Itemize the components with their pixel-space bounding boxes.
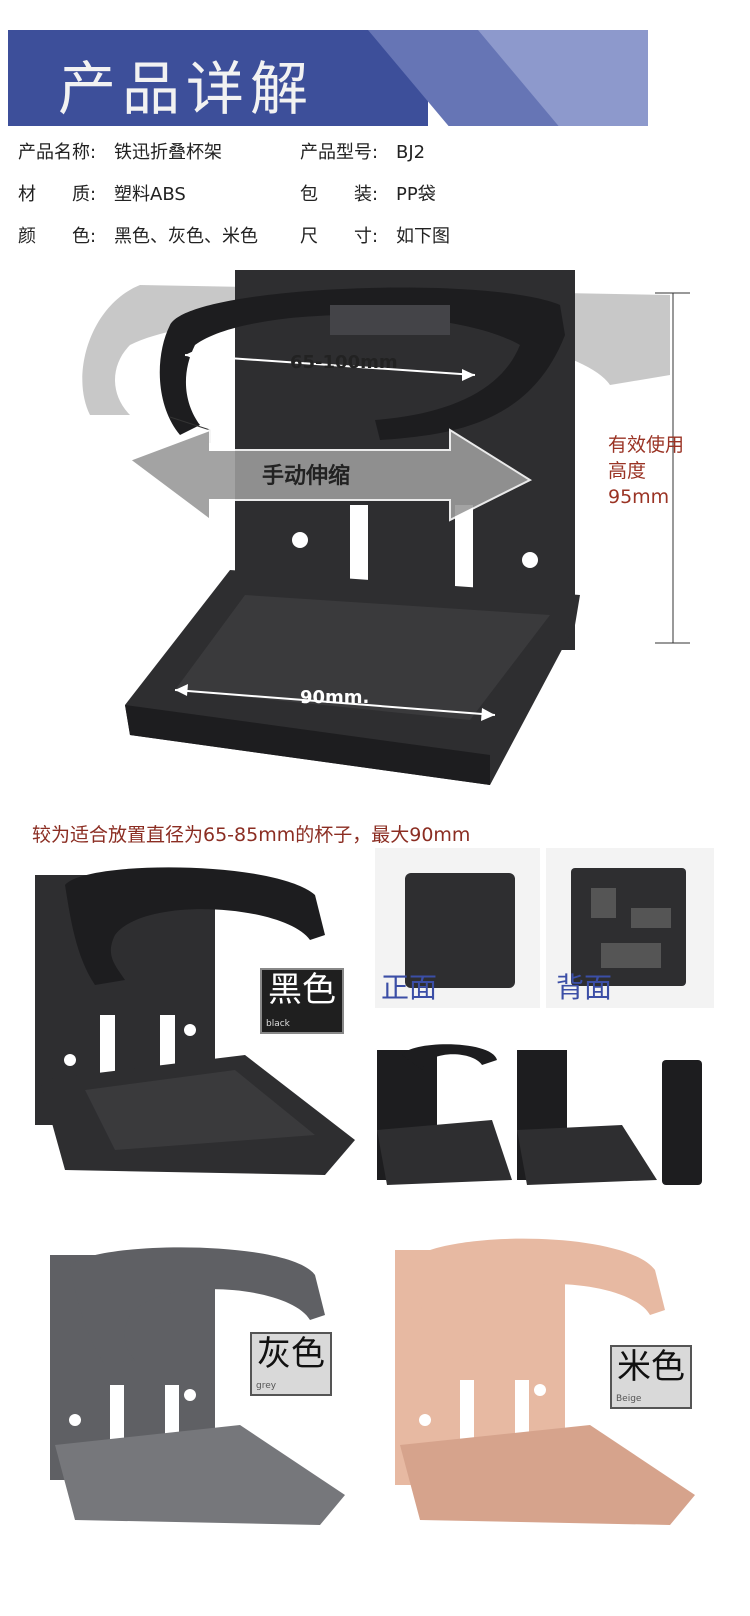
back-view-label: 背面: [556, 971, 613, 1004]
back-view-image: [571, 868, 686, 986]
front-view-image: [405, 873, 515, 988]
black-color-label: 黑色 black: [260, 968, 344, 1034]
black-cup-holder-image: [35, 867, 355, 1175]
beige-color-label: 米色 Beige: [610, 1345, 692, 1409]
beige-cup-holder-image: [395, 1238, 695, 1525]
spec-name: 产品名称:铁迅折叠杯架: [18, 142, 222, 163]
telescope-label: 手动伸缩: [262, 464, 351, 489]
angle-views-image: [377, 1044, 702, 1185]
back-view-panel: 背面: [546, 848, 714, 1008]
page-title: 产品详解: [58, 55, 315, 123]
base-dimension-label: 90mm.: [300, 687, 370, 708]
header-banner: 产品详解: [8, 30, 648, 126]
grey-color-label: 灰色 grey: [250, 1332, 332, 1396]
ring-dimension-label: 65-100mm: [290, 352, 398, 373]
cup-holder-diagram: [82, 270, 690, 785]
cup-size-note: 较为适合放置直径为65-85mm的杯子，最大90mm: [32, 824, 471, 846]
spec-size: 尺 寸:如下图: [300, 226, 450, 247]
height-note: 有效使用 高度 95mm: [608, 434, 685, 508]
front-view-panel: 正面: [375, 848, 540, 1008]
spec-material: 材 质:塑料ABS: [18, 184, 186, 205]
spec-model: 产品型号:BJ2: [300, 142, 426, 163]
spec-color: 颜 色:黑色、灰色、米色: [18, 226, 258, 247]
front-view-label: 正面: [381, 971, 438, 1004]
spec-packaging: 包 装:PP袋: [300, 184, 436, 205]
grey-cup-holder-image: [50, 1247, 345, 1525]
